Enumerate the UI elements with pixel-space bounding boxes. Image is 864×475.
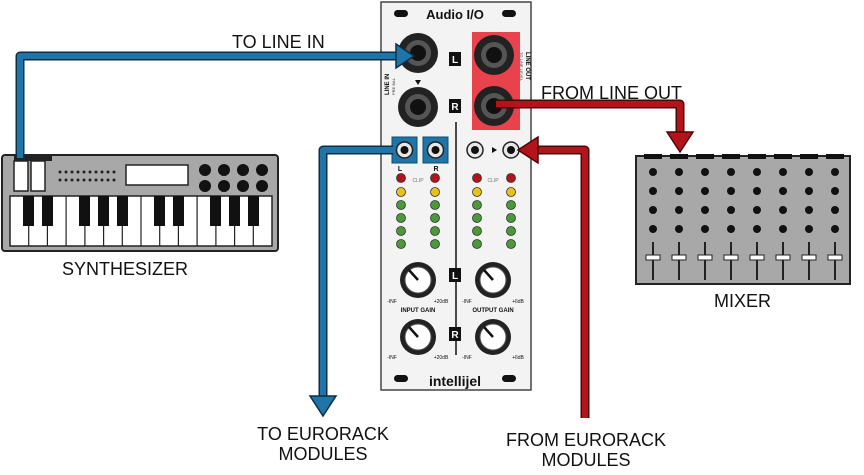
label-from-eurorack-line2: MODULES: [541, 450, 631, 470]
cable-synth-to-line-in: [15, 42, 416, 158]
synth-display: [125, 164, 189, 186]
label-from-eurorack-line1: FROM EURORACK: [505, 430, 666, 450]
badge-l-mid: L: [449, 268, 461, 282]
knob-max-label: +20dB: [434, 299, 449, 305]
arrow-icon: [395, 42, 416, 70]
input-clip-label: CLIP: [412, 178, 424, 184]
cable-from-eurorack: [516, 135, 590, 418]
mount-slot: [502, 375, 516, 382]
label-synthesizer: SYNTHESIZER: [62, 259, 189, 279]
synth-button-2: [30, 160, 46, 192]
output-meter-r: [506, 173, 516, 249]
input-col-l: L: [398, 166, 403, 173]
synth-keyboard: [9, 195, 273, 247]
label-to-eurorack-line2: MODULES: [278, 444, 368, 464]
mixer-knob-grid: [649, 168, 839, 233]
line-in-jack-l[interactable]: [398, 33, 438, 73]
line-out-jack-l[interactable]: [474, 35, 514, 75]
line-out-sub: TO LINE LEVEL: [519, 52, 524, 82]
output-clip-label: CLIP: [487, 178, 499, 184]
output-jack-l[interactable]: [466, 141, 484, 159]
arrow-icon: [308, 395, 338, 418]
line-in-arrow-icon: [415, 80, 421, 85]
line-in-sub: PRE BAL: [391, 77, 396, 95]
badge-r-top: R: [449, 99, 461, 113]
input-jack-r[interactable]: [422, 136, 449, 164]
line-in-label: LINE IN: [385, 74, 391, 95]
mount-slot: [502, 10, 516, 17]
arrow-icon: [516, 135, 539, 165]
line-in-jack-r[interactable]: [398, 87, 438, 127]
svg-text:R: R: [451, 330, 459, 341]
synthesizer-device: [1, 154, 279, 252]
synth-button-1: [13, 160, 29, 192]
label-to-line-in: TO LINE IN: [232, 32, 325, 52]
cable-to-eurorack: [308, 145, 393, 418]
input-col-r: R: [433, 166, 438, 173]
svg-text:R: R: [451, 102, 459, 113]
synth-led-grid: [58, 170, 116, 182]
knob-min-label: -INF: [462, 299, 472, 305]
mount-slot: [394, 10, 408, 17]
label-to-eurorack-line1: TO EURORACK: [257, 424, 389, 444]
knob-min-label: -INF: [462, 355, 472, 361]
mount-slot: [394, 375, 408, 382]
knob-min-label: -INF: [387, 355, 397, 361]
knob-max-label: +6dB: [512, 355, 524, 361]
label-to-eurorack: TO EURORACK MODULES: [248, 424, 398, 464]
audio-io-module: Audio I/O intellijel L R L R LINE IN: [380, 1, 532, 391]
badge-l-top: L: [449, 52, 461, 66]
badge-r-bottom: R: [449, 327, 461, 341]
knob-min-label: -INF: [387, 299, 397, 305]
mixer-top-strip: [644, 154, 844, 159]
output-gain-knob-r[interactable]: [475, 319, 511, 355]
input-jack-l[interactable]: [391, 136, 418, 164]
output-gain-label: OUTPUT GAIN: [472, 308, 513, 314]
label-mixer: MIXER: [714, 291, 772, 311]
svg-text:L: L: [452, 271, 458, 282]
input-meter-l: [396, 173, 406, 249]
output-arrow-icon: [492, 147, 497, 153]
label-from-line-out: FROM LINE OUT: [541, 83, 683, 103]
line-out-label: LINE OUT: [524, 52, 530, 80]
mixer-device: [635, 154, 851, 285]
label-from-eurorack: FROM EURORACK MODULES: [488, 430, 684, 470]
input-gain-label: INPUT GAIN: [401, 308, 436, 314]
cable-line-out-to-mixer: [496, 99, 695, 154]
output-jack-r[interactable]: [502, 141, 520, 159]
knob-max-label: +20dB: [434, 355, 449, 361]
input-gain-knob-l[interactable]: [400, 262, 436, 298]
mixer-faders: [645, 242, 843, 280]
module-title: Audio I/O: [426, 7, 484, 22]
svg-text:L: L: [452, 55, 458, 66]
arrow-icon: [665, 131, 695, 154]
synth-knobs: [199, 164, 268, 192]
output-gain-knob-l[interactable]: [475, 262, 511, 298]
input-gain-knob-r[interactable]: [400, 319, 436, 355]
knob-max-label: +6dB: [512, 299, 524, 305]
brand-logo: intellijel: [429, 373, 481, 389]
output-meter-l: [472, 173, 482, 249]
input-meter-r: [430, 173, 440, 249]
